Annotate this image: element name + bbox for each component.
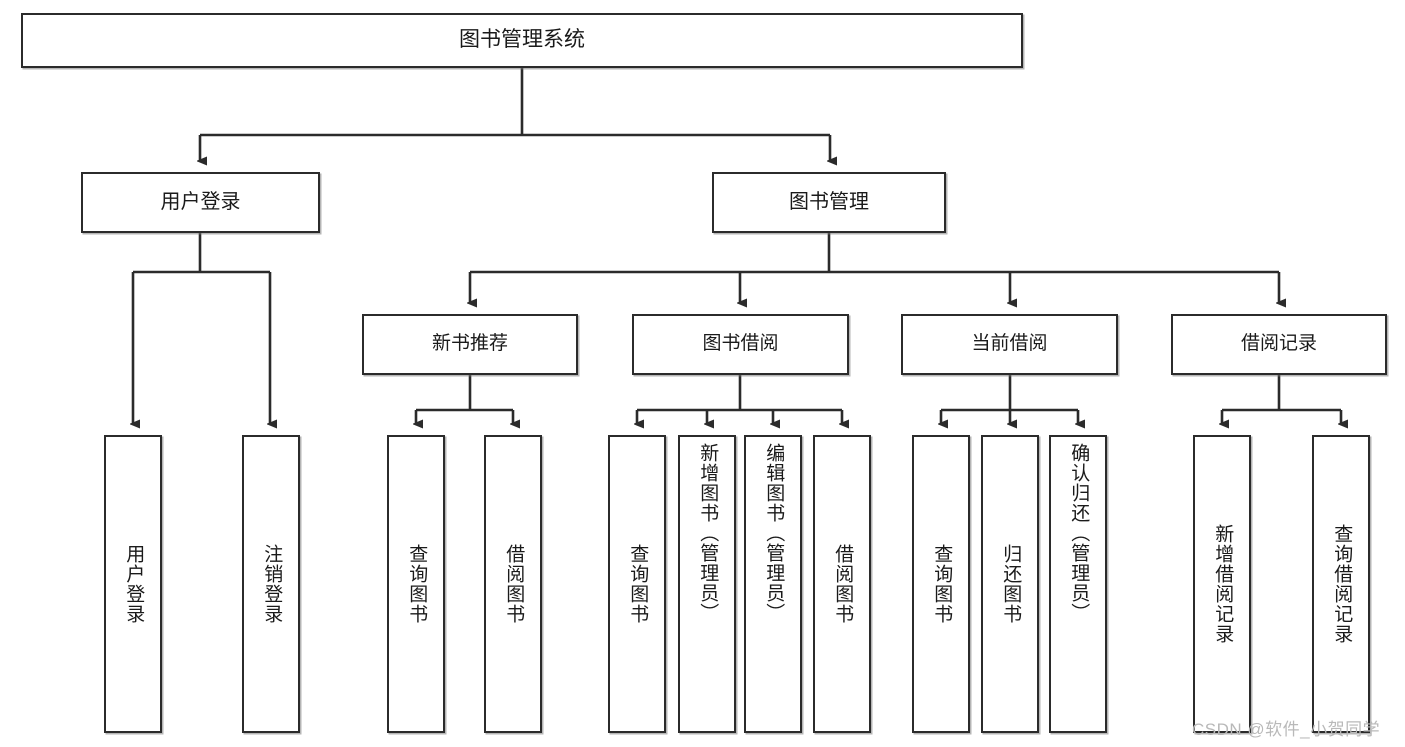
- node-book-management-system[interactable]: 图书管理系统: [21, 13, 1023, 68]
- node-label: 图书管理系统: [459, 28, 585, 52]
- node-label: 借阅记录: [1240, 333, 1317, 355]
- node-label: 当前借阅: [971, 333, 1048, 355]
- node-new-book-recommend[interactable]: 新书推荐: [362, 314, 578, 375]
- leaf-borrow-book-1[interactable]: 借阅图书: [484, 435, 542, 733]
- leaf-add-book[interactable]: 新增图书（管理员）: [678, 435, 736, 733]
- node-label: 归还图书: [1000, 544, 1022, 624]
- leaf-user-logout[interactable]: 注销登录: [242, 435, 300, 733]
- node-label: 图书借阅: [702, 333, 779, 355]
- node-book-borrow[interactable]: 图书借阅: [632, 314, 849, 375]
- leaf-return-book[interactable]: 归还图书: [981, 435, 1039, 733]
- leaf-query-book-1[interactable]: 查询图书: [387, 435, 445, 733]
- leaf-add-record[interactable]: 新增借阅记录: [1193, 435, 1251, 733]
- leaf-borrow-book-2[interactable]: 借阅图书: [813, 435, 871, 733]
- node-label: 编辑图书（管理员）: [763, 443, 785, 623]
- node-label: 新书推荐: [431, 333, 508, 355]
- node-label: 用户登录: [160, 190, 241, 213]
- node-label: 借阅图书: [503, 544, 525, 624]
- leaf-confirm-return[interactable]: 确认归还（管理员）: [1049, 435, 1107, 733]
- node-label: 查询图书: [406, 544, 428, 624]
- node-label: 查询借阅记录: [1331, 524, 1353, 644]
- leaf-query-book-3[interactable]: 查询图书: [912, 435, 970, 733]
- node-label: 图书管理: [789, 190, 869, 213]
- node-borrow-record[interactable]: 借阅记录: [1171, 314, 1387, 375]
- leaf-query-record[interactable]: 查询借阅记录: [1312, 435, 1370, 733]
- leaf-user-login[interactable]: 用户登录: [104, 435, 162, 733]
- node-label: 用户登录: [123, 544, 145, 624]
- node-label: 借阅图书: [832, 544, 854, 624]
- node-label: 查询图书: [627, 544, 649, 624]
- node-label: 新增图书（管理员）: [697, 443, 719, 623]
- node-label: 新增借阅记录: [1212, 524, 1234, 644]
- node-current-borrow[interactable]: 当前借阅: [901, 314, 1118, 375]
- leaf-query-book-2[interactable]: 查询图书: [608, 435, 666, 733]
- leaf-edit-book[interactable]: 编辑图书（管理员）: [744, 435, 802, 733]
- node-book-management[interactable]: 图书管理: [712, 172, 946, 233]
- watermark: CSDN @软件_小贺同学: [1192, 720, 1381, 739]
- node-label: 查询图书: [931, 544, 953, 624]
- node-label: 注销登录: [261, 544, 283, 624]
- node-user-login[interactable]: 用户登录: [81, 172, 320, 233]
- node-label: 确认归还（管理员）: [1068, 443, 1090, 623]
